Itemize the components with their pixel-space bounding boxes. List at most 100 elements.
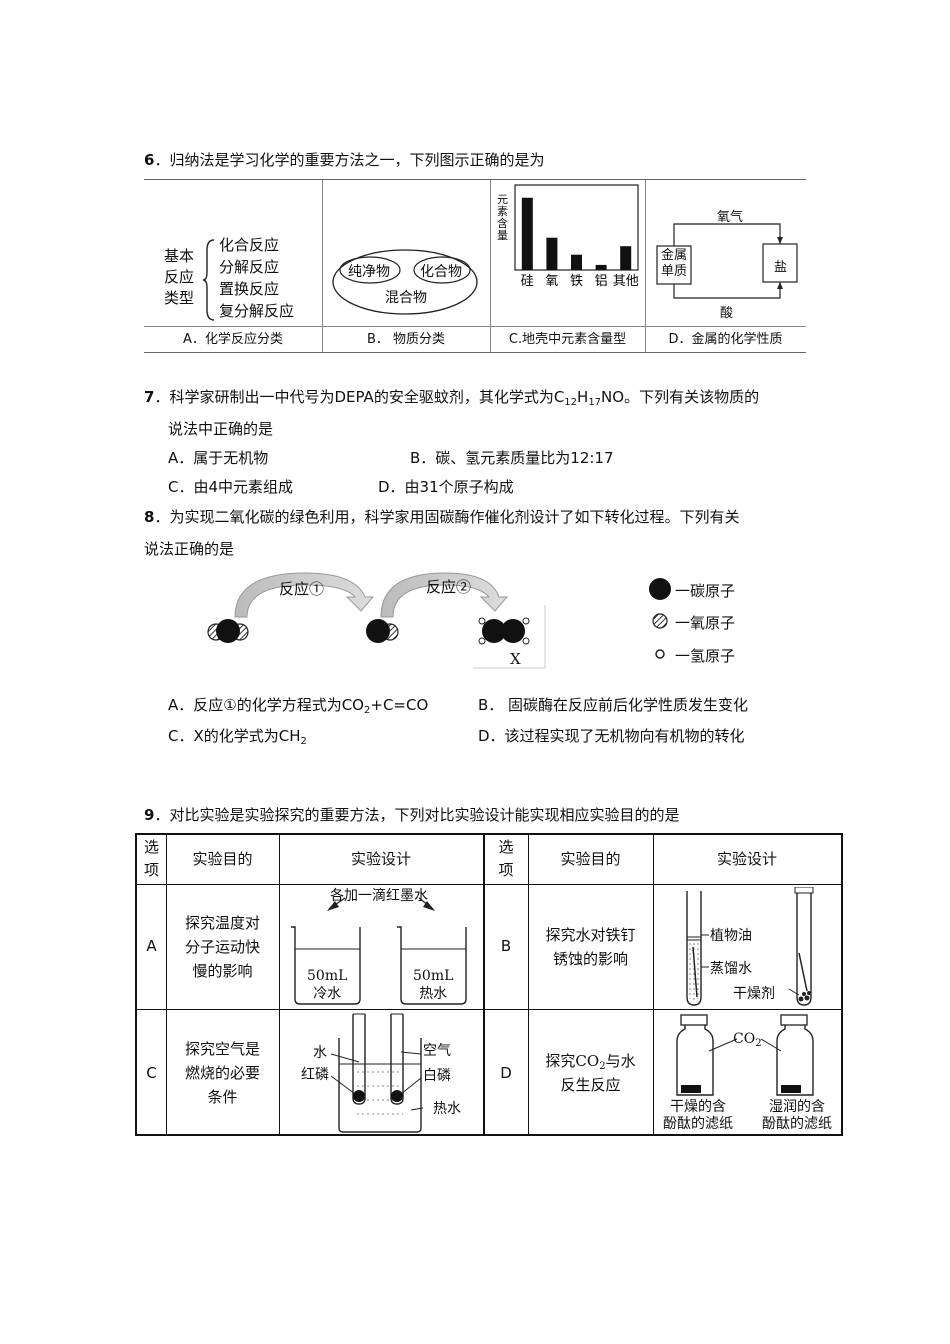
salt-label: 盐: [774, 260, 788, 275]
plant-oil-label: 植物油: [710, 928, 752, 944]
question-text: ．归纳法是学习化学的重要方法之一，下列图示正确的是为: [154, 151, 545, 169]
reaction-arrow-icon: [234, 572, 375, 618]
element-content-chart: 硅氧铁铝其他: [514, 184, 639, 289]
chart-tick-label: 其他: [613, 274, 639, 289]
chart-bar: [521, 197, 533, 270]
q6-caption-c: C.地壳中元素含量型: [490, 326, 646, 352]
chart-bar: [546, 237, 558, 270]
chart-bar: [620, 246, 632, 270]
water-label: 水: [313, 1045, 327, 1061]
distilled-water-label: 蒸馏水: [710, 961, 752, 977]
carbon-atom-icon: [649, 578, 671, 600]
header-purpose: 实验目的: [192, 850, 253, 868]
q6-figure: 基本 反应 类型 化合反应 分解反应 置换反应 复分解反应 纯净物 化合物 混合…: [144, 179, 806, 353]
header-design-2: 实验设计: [716, 850, 777, 868]
q7-option-d: D．由31个原子构成: [378, 478, 514, 496]
chart-bar: [571, 254, 582, 270]
brace-icon: [202, 239, 215, 321]
q6-caption-b: B． 物质分类: [322, 326, 491, 352]
air-label: 空气: [423, 1043, 451, 1059]
row-d-bottles-diagram: [676, 1014, 814, 1096]
chart-tick-label: 硅: [521, 274, 534, 289]
q6-caption-d: D．金属的化学性质: [645, 326, 806, 352]
q9-table: 选 项 实验目的 实验设计 选 项 实验目的 实验设计 A 探究温度对 分子运动…: [135, 833, 843, 1136]
legend-oxygen: 一氧原子: [675, 614, 736, 632]
q7-option-c: C．由4中元素组成: [168, 478, 294, 496]
question-number: 9: [144, 806, 155, 824]
q8-stem-line2: 说法正确的是: [144, 540, 235, 558]
row-a-option: A: [146, 937, 157, 955]
q6-option-c-figure: 硅氧铁铝其他 元素含量: [490, 180, 646, 326]
legend-hydrogen: 一氢原子: [675, 647, 736, 665]
cold-water-label: 50mL 冷水: [307, 968, 348, 1002]
dry-filter-paper-label: 干燥的含 酚酞的滤纸: [663, 1099, 733, 1132]
row-b-option: B: [500, 937, 512, 955]
co2-molecule-icon: [207, 619, 249, 643]
red-ink-label: 各加一滴红墨水: [330, 888, 428, 904]
acid-label: 酸: [720, 306, 734, 321]
question-number: 6: [144, 151, 155, 169]
hot-water-label: 50mL 热水: [413, 968, 454, 1002]
reaction-arrow-icon: [380, 572, 509, 618]
q6-caption-a: A．化学反应分类: [144, 326, 323, 352]
q8-stem: 8．为实现二氧化碳的绿色利用，科学家用固碳酶作催化剂设计了如下转化过程。下列有关: [144, 508, 740, 526]
chart-ylabel: 元素含量: [497, 193, 508, 242]
hydrogen-atom-icon: [655, 649, 665, 659]
row-d-purpose: 探究CO2与水 反生反应: [545, 1052, 636, 1094]
white-phosphorus-label: 白磷: [423, 1068, 451, 1084]
metal-property-diagram: [656, 223, 798, 299]
row-a-purpose: 探究温度对 分子运动快 慢的影响: [184, 914, 260, 980]
red-phosphorus-label: 红磷: [301, 1067, 329, 1083]
desiccant-label: 干燥剂: [733, 986, 775, 1002]
legend-carbon: 一碳原子: [675, 582, 736, 600]
row-b-test-tubes-diagram: [686, 887, 814, 1006]
row-c-option: C: [146, 1064, 157, 1082]
q9-stem: 9．对比实验是实验探究的重要方法，下列对比实验设计能实现相应实验目的的是: [144, 806, 680, 824]
atom-legend: [649, 578, 671, 659]
chart-tick-label: 铝: [595, 274, 608, 289]
classification-diagram: [332, 249, 478, 315]
compound-label: 化合物: [420, 264, 462, 280]
wet-filter-paper-label: 湿润的含 酚酞的滤纸: [762, 1099, 832, 1132]
q8-option-d: D．该过程实现了无机物向有机物的转化: [478, 727, 745, 745]
q7-option-a: A．属于无机物: [168, 449, 269, 467]
q8-option-b: B． 固碳酶在反应前后化学性质发生变化: [478, 696, 749, 714]
q7-option-b: B．碳、氢元素质量比为12:17: [410, 449, 614, 467]
brace-label: 基本 反应 类型: [164, 247, 195, 307]
row-b-purpose: 探究水对铁钉 锈蚀的影响: [545, 926, 636, 968]
row-c-purpose: 探究空气是 燃烧的必要 条件: [184, 1040, 260, 1106]
header-design: 实验设计: [350, 850, 411, 868]
chart-tick-label: 铁: [570, 274, 583, 289]
q8-option-a: A．反应①的化学方程式为CO2+C=CO: [168, 696, 429, 716]
reaction-2-label: 反应②: [426, 578, 472, 596]
chart-bar: [595, 264, 607, 270]
oxygen-atom-icon: [652, 613, 668, 629]
row-d-option: D: [500, 1064, 512, 1082]
q6-option-a-figure: 基本 反应 类型 化合反应 分解反应 置换反应 复分解反应: [144, 180, 323, 326]
co-molecule-icon: [366, 619, 399, 643]
hot-water-label-c: 热水: [433, 1101, 461, 1117]
reaction-1-label: 反应①: [279, 580, 325, 598]
q8-reaction-diagram: [207, 572, 546, 669]
oxygen-label: 氧气: [717, 210, 744, 225]
q7-stem-line2: 说法中正确的是: [168, 420, 274, 438]
metal-element-label: 金属 单质: [661, 248, 688, 279]
header-option-2: 选 项: [498, 838, 514, 879]
x-label: X: [510, 650, 521, 668]
mixture-label: 混合物: [385, 290, 427, 306]
row-a-beakers-diagram: [291, 897, 467, 1005]
chart-tick-label: 氧: [545, 274, 558, 289]
question-number: 8: [144, 508, 155, 526]
q6-option-b-figure: 纯净物 化合物 混合物: [322, 180, 491, 326]
reaction-type-list: 化合反应 分解反应 置换反应 复分解反应: [219, 236, 295, 320]
q7-stem: 7．科学家研制出一中代号为DEPA的安全驱蚊剂，其化学式为C12H17NO。下列…: [144, 388, 760, 408]
q6-stem: 6．归纳法是学习化学的重要方法之一，下列图示正确的是为: [144, 150, 544, 170]
co2-label: CO2: [733, 1031, 762, 1049]
pure-substance-label: 纯净物: [348, 264, 390, 280]
row-c-combustion-diagram: [330, 1013, 424, 1133]
header-option: 选 项: [143, 838, 159, 879]
header-purpose-2: 实验目的: [560, 850, 621, 868]
q6-option-d-figure: 氧气 金属 单质 盐 酸: [645, 180, 806, 326]
q8-option-c: C．X的化学式为CH2: [168, 727, 307, 747]
x-molecule-icon: [478, 617, 530, 645]
